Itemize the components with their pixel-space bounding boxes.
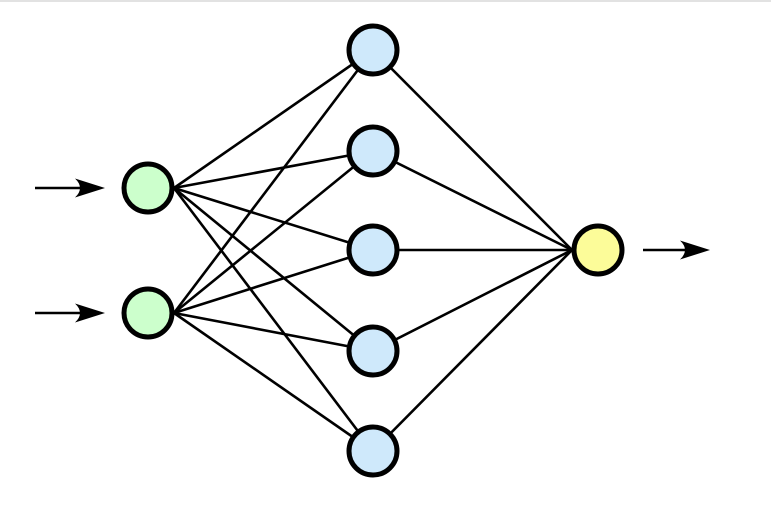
top-border-line [0, 0, 771, 2]
edge-i2-h4 [173, 311, 374, 353]
edge-i2-h1 [172, 49, 375, 314]
hidden-node-5 [346, 424, 400, 478]
input-node-1 [121, 161, 175, 215]
edge-i1-h1 [173, 48, 374, 190]
hidden-node-3 [346, 223, 400, 277]
edge-i2-h2 [173, 149, 374, 315]
input-arrow-1-head-icon [75, 178, 105, 198]
edge-i2-h5 [173, 311, 374, 453]
edge-i1-h4 [173, 186, 374, 353]
hidden-node-2 [346, 124, 400, 178]
edge-h2-o1 [372, 149, 573, 252]
edge-i1-h5 [172, 187, 375, 452]
output-arrow-head-icon [680, 240, 710, 260]
edge-i1-h3 [173, 186, 374, 252]
input-arrow-2-head-icon [75, 303, 105, 323]
edge-h5-o1 [372, 249, 573, 452]
edge-h4-o1 [372, 248, 573, 353]
input-node-2 [121, 286, 175, 340]
output-node-1 [571, 223, 625, 277]
edge-i2-h3 [173, 248, 374, 315]
hidden-node-4 [346, 324, 400, 378]
edge-i1-h2 [173, 149, 374, 190]
edge-h1-o1 [372, 49, 573, 251]
hidden-node-1 [346, 23, 400, 77]
